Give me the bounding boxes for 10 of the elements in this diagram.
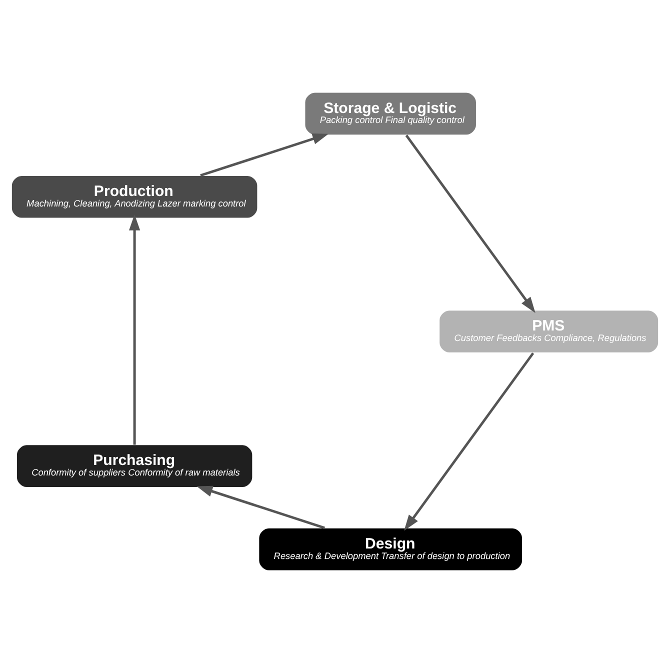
node-box: Storage & Logistic Packing control Final quality control [304, 91, 477, 135]
arrow [405, 134, 536, 312]
node-box: Design Research & Development Transfer of design to production [258, 527, 523, 571]
arrow [404, 352, 534, 530]
arrow [196, 485, 326, 529]
arrow [128, 214, 140, 444]
node-box: Purchasing Conformity of suppliers Conformity of raw materials [16, 444, 253, 488]
arrow [200, 132, 328, 176]
node-box: Production Machining, Cleaning, Anodizing Lazer marking control [11, 174, 258, 218]
node-box: PMS Customer Feedbacks Compliance, Regulations [438, 309, 659, 353]
